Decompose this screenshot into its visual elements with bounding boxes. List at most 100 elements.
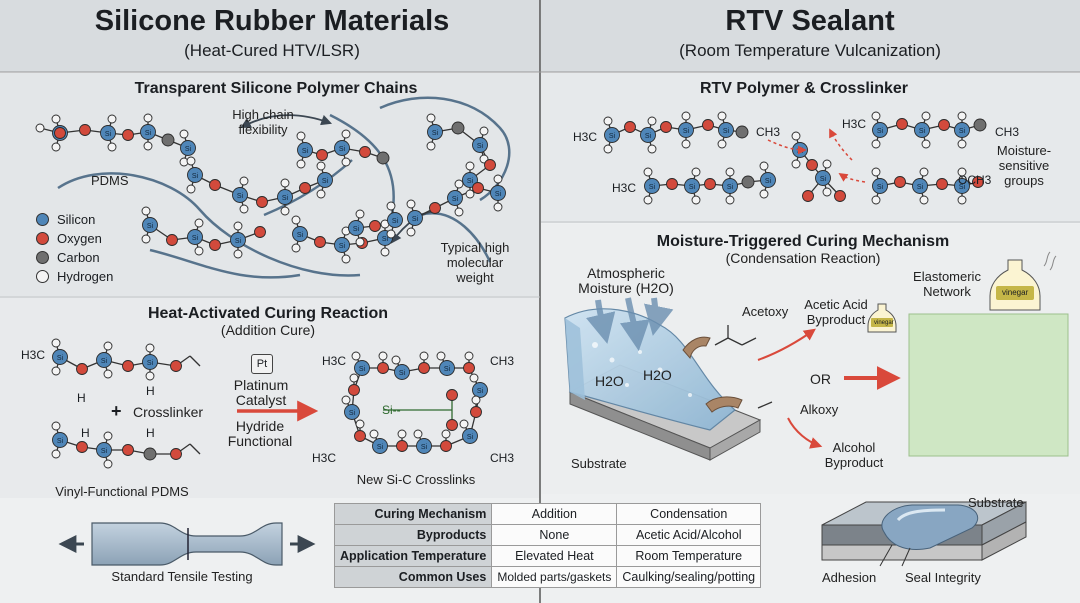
rtv-och3-label: OCH3: [958, 173, 992, 187]
hydrogen-atom: [691, 167, 701, 177]
left-subtitle: (Heat-Cured HTV/LSR): [184, 41, 360, 60]
silicon-atom-symbol: Si: [101, 358, 108, 365]
hydrogen-atom: [441, 429, 451, 439]
ch3-label-2: CH3: [490, 451, 515, 465]
hydrogen-atom: [103, 459, 113, 469]
silicon-atom: [372, 438, 388, 454]
hydrogen-atom: [413, 429, 423, 439]
moisture-groups-label-2: sensitive: [998, 158, 1050, 173]
hydrogen-atom: [822, 159, 832, 169]
hydrogen-atom: [479, 126, 489, 136]
addition-cure-heading: Heat-Activated Curing Reaction: [147, 305, 389, 322]
rtv-link-arrow-2: [829, 128, 853, 161]
oxygen-atom: [316, 149, 328, 161]
silicon-atom: [334, 140, 350, 156]
atmospheric-label-1: Atmospheric: [587, 265, 665, 281]
hydride-label-1: Hydride: [235, 418, 285, 434]
silicon-atom-symbol: Si: [192, 173, 199, 180]
silicon-atom: [954, 122, 970, 138]
h3c-label-2: H3C: [322, 354, 347, 368]
silicon-atom: [872, 178, 888, 194]
rtv-h3c-o-label: H3C: [842, 117, 867, 131]
addition-cell: Addition: [491, 503, 618, 525]
silicon-atom-symbol: Si: [339, 243, 346, 250]
hydrogen-atom: [291, 243, 301, 253]
hydrogen-atom: [51, 449, 61, 459]
hydrogen-atom: [759, 161, 769, 171]
legend-oxygen-label: Oxygen: [57, 230, 102, 246]
silicon-atom: [277, 189, 293, 205]
silicon-atom-symbol: Si: [689, 184, 696, 191]
legend-oxygen: Oxygen: [36, 229, 102, 247]
oxygen-atom: [896, 118, 908, 130]
oxygen-atom: [79, 124, 91, 136]
condensation-cell: Caulking/sealing/potting: [616, 566, 762, 588]
oxygen-atom: [314, 236, 326, 248]
oxygen-atom: [666, 178, 678, 190]
oxygen-atom: [440, 440, 452, 452]
hydride-label-2: Functional: [227, 433, 293, 449]
hydrogen-atom: [681, 111, 691, 121]
rtv-ch3-label-1: CH3: [756, 125, 781, 139]
acetic-byproduct-label-2: Byproduct: [806, 312, 866, 327]
hydrogen-atom: [406, 199, 416, 209]
oxygen-atom: [256, 196, 268, 208]
carbon-atom: [161, 133, 175, 147]
oxygen-atom: [470, 406, 482, 418]
leaving-group-tongues: [682, 336, 743, 413]
alcohol-byproduct-label-1: Alcohol: [832, 440, 876, 455]
silicon-atom: [462, 172, 478, 188]
silicon-atom-symbol: Si: [382, 236, 389, 243]
network-label-2: Network: [923, 284, 971, 299]
chemical-bond: [189, 355, 201, 367]
hydrogen-atom: [647, 144, 657, 154]
hydrogen-atom: [107, 114, 117, 124]
oxygen-atom: [348, 384, 360, 396]
addition-cell: Elevated Heat: [491, 545, 618, 567]
hydrogen-atom: [647, 116, 657, 126]
hydrogen-atom: [391, 355, 401, 365]
silicon-atom-symbol: Si: [765, 178, 772, 185]
silicon-atom-symbol: Si: [147, 360, 154, 367]
silicon-atom-symbol: Si: [235, 238, 242, 245]
carbon-atom: [143, 447, 157, 461]
h3c-label-3: H3C: [312, 451, 337, 465]
silicon-atom-symbol: Si: [797, 148, 804, 155]
pdms-label: PDMS: [91, 173, 129, 188]
hydrogen-atom: [291, 215, 301, 225]
silicon-atom-symbol: Si: [723, 128, 730, 135]
silicon-atom-symbol: Si: [192, 235, 199, 242]
silicon-atom-symbol: Si: [322, 178, 329, 185]
hydrogen-atom: [454, 179, 464, 189]
silicon-atom-symbol: Si: [727, 184, 734, 191]
hydrogen-atom: [355, 209, 365, 219]
carbon-atom: [376, 151, 390, 165]
oxygen-atom: [170, 448, 182, 460]
network-background: [908, 313, 1069, 457]
hydrogen-atom: [378, 351, 388, 361]
oxygen-atom: [170, 360, 182, 372]
hydrogen-atom: [406, 227, 416, 237]
hydrogen-atom: [145, 343, 155, 353]
left-title: Silicone Rubber Materials: [94, 5, 450, 37]
moisture-arrows: [585, 297, 674, 351]
hydrogen-atom: [233, 221, 243, 231]
addition-cell: Molded parts/gaskets: [491, 566, 618, 588]
hydrogen-atom: [103, 431, 113, 441]
oxygen-atom: [936, 178, 948, 190]
oxygen-atom: [938, 119, 950, 131]
oxygen-atom: [624, 121, 636, 133]
oxygen-atom: [446, 389, 458, 401]
oxygen-atom: [894, 176, 906, 188]
right-title: RTV Sealant: [725, 5, 895, 37]
hydrogen-atom: [316, 189, 326, 199]
hydrogen-atom: [186, 156, 196, 166]
silicon-atom: [292, 226, 308, 242]
silicon-atom: [678, 122, 694, 138]
silicon-atom: [447, 190, 463, 206]
silicon-atom-symbol: Si: [282, 195, 289, 202]
silicon-atom-symbol: Si: [477, 143, 484, 150]
crosslinker-label: Crosslinker: [133, 404, 204, 420]
silicon-atom: [644, 178, 660, 194]
